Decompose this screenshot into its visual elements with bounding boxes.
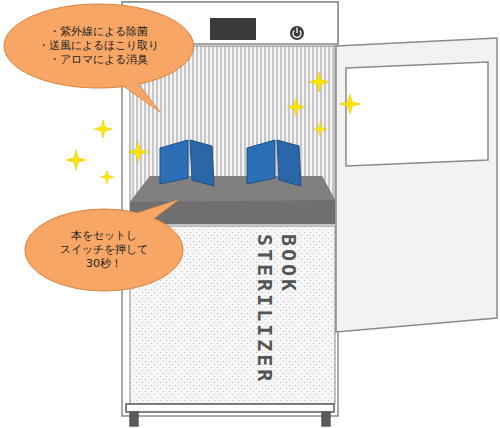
- product-name: STERILIZER: [254, 234, 276, 384]
- bubble-text: ・紫外線による除菌: [49, 25, 148, 39]
- bubble-text: 本をセットし スイッチを押して 30秒！: [54, 229, 154, 271]
- speech-bubble: ・紫外線による除菌・送風によるほこり取り・アロマによる消臭: [3, 3, 195, 89]
- door-window: [346, 62, 488, 166]
- speech-bubble: 本をセットし スイッチを押して 30秒！: [24, 208, 184, 292]
- power-icon: [290, 26, 304, 40]
- bubble-text: ・送風によるほこり取り: [38, 39, 159, 53]
- product-name: BOOK: [278, 234, 300, 294]
- bubble-text-group: ・紫外線による除菌・送風によるほこり取り・アロマによる消臭: [38, 25, 159, 67]
- bubble-text: ・アロマによる消臭: [49, 53, 148, 67]
- door: [336, 38, 497, 332]
- books: [160, 140, 301, 186]
- legs: [126, 404, 334, 426]
- display: [210, 18, 256, 40]
- bubble-text-group: 本をセットし スイッチを押して 30秒！: [54, 229, 154, 271]
- sparkles: [66, 72, 360, 184]
